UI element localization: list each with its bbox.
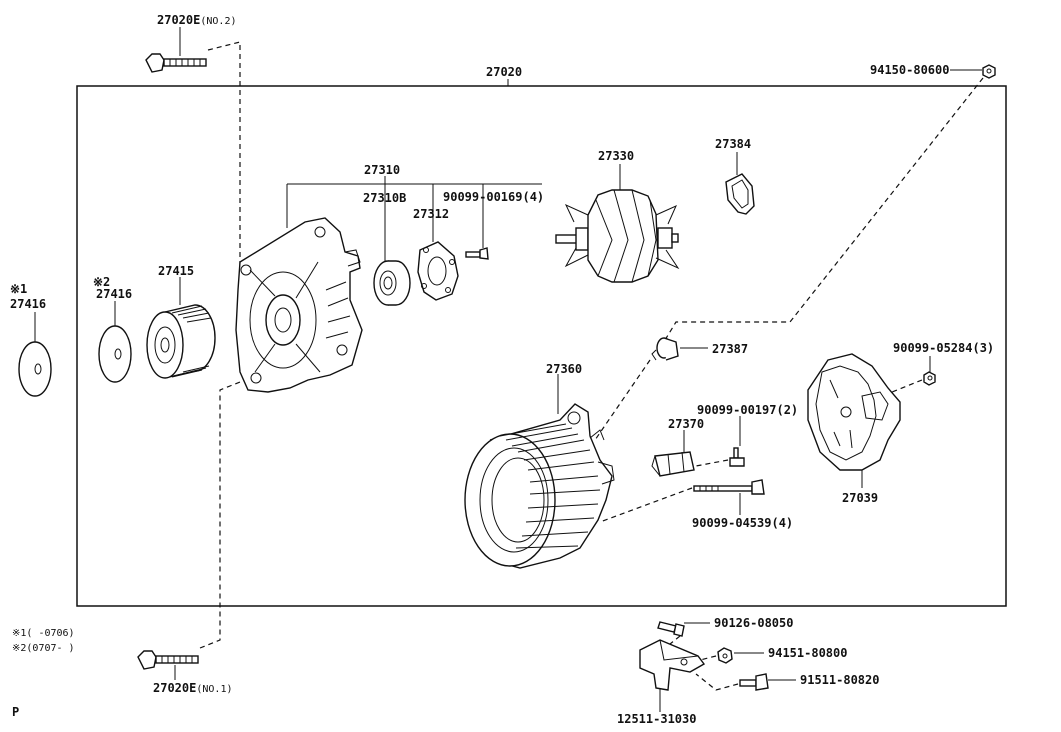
bolt-91511-80820[interactable]: [739, 673, 769, 691]
screw-90099-00169-label: 90099-00169(4): [443, 190, 544, 204]
assembly-frame: [76, 85, 1007, 607]
nut-94151-80800[interactable]: [717, 647, 733, 664]
bolt-no2-label: 27020E(NO.2): [157, 13, 236, 27]
bolt-no1[interactable]: [137, 650, 199, 670]
stator-27360-label: 27360: [546, 362, 582, 376]
pulley-27415[interactable]: [146, 304, 216, 379]
rotor-27330-label: 27330: [598, 149, 634, 163]
screw-90099-00169[interactable]: [465, 247, 489, 260]
nut-90099-05284-label: 90099-05284(3): [893, 341, 994, 355]
pulley-27415-label: 27415: [158, 264, 194, 278]
frame-27310b-label: 27310B: [363, 191, 406, 205]
screw-90099-00197-label: 90099-00197(2): [697, 403, 798, 417]
assembly-label: 27020: [486, 65, 522, 79]
rear-cover-27039[interactable]: [807, 353, 901, 471]
nut-94150[interactable]: [982, 64, 996, 79]
cap-27416-b-mark: ※2: [93, 275, 110, 289]
bolt-90126-08050[interactable]: [657, 621, 685, 637]
bolt-90099-04539[interactable]: [693, 479, 765, 495]
nut-94150-label: 94150-80600: [870, 63, 949, 77]
bolt-no1-label: 27020E(NO.1): [153, 681, 232, 695]
stator-27360[interactable]: [464, 403, 615, 569]
cap-27416-b-label: 27416: [96, 287, 132, 301]
cap-27416-a-label: 27416: [10, 297, 46, 311]
cap-27416-b[interactable]: [98, 325, 132, 383]
nut-94151-80800-label: 94151-80800: [768, 646, 847, 660]
drive-end-frame[interactable]: [235, 217, 363, 393]
nut-90099-05284[interactable]: [923, 371, 936, 386]
terminal-27387[interactable]: [651, 337, 679, 361]
plate-27312-label: 27312: [413, 207, 449, 221]
rear-cover-27039-label: 27039: [842, 491, 878, 505]
cap-27416-a[interactable]: [18, 341, 52, 397]
rotor-27330[interactable]: [555, 189, 680, 283]
bearing-27310b[interactable]: [373, 260, 411, 306]
bracket-12511-label: 12511-31030: [617, 712, 696, 726]
bolt-90126-08050-label: 90126-08050: [714, 616, 793, 630]
bracket-12511[interactable]: [639, 639, 706, 691]
note-2: ※2(0707- ): [12, 643, 75, 654]
screw-90099-00197[interactable]: [729, 447, 745, 467]
seal-27384-label: 27384: [715, 137, 751, 151]
bolt-91511-80820-label: 91511-80820: [800, 673, 879, 687]
frame-27310-label: 27310: [364, 163, 400, 177]
cap-27416-a-mark: ※1: [10, 282, 27, 296]
seal-27384[interactable]: [725, 173, 755, 215]
brush-holder-27370[interactable]: [651, 451, 695, 477]
bolt-90099-04539-label: 90099-04539(4): [692, 516, 793, 530]
bolt-no2[interactable]: [145, 53, 207, 73]
terminal-27387-label: 27387: [712, 342, 748, 356]
note-1: ※1( -0706): [12, 628, 75, 639]
page-mark: P: [12, 705, 19, 719]
brush-holder-27370-label: 27370: [668, 417, 704, 431]
plate-27312[interactable]: [417, 241, 459, 301]
